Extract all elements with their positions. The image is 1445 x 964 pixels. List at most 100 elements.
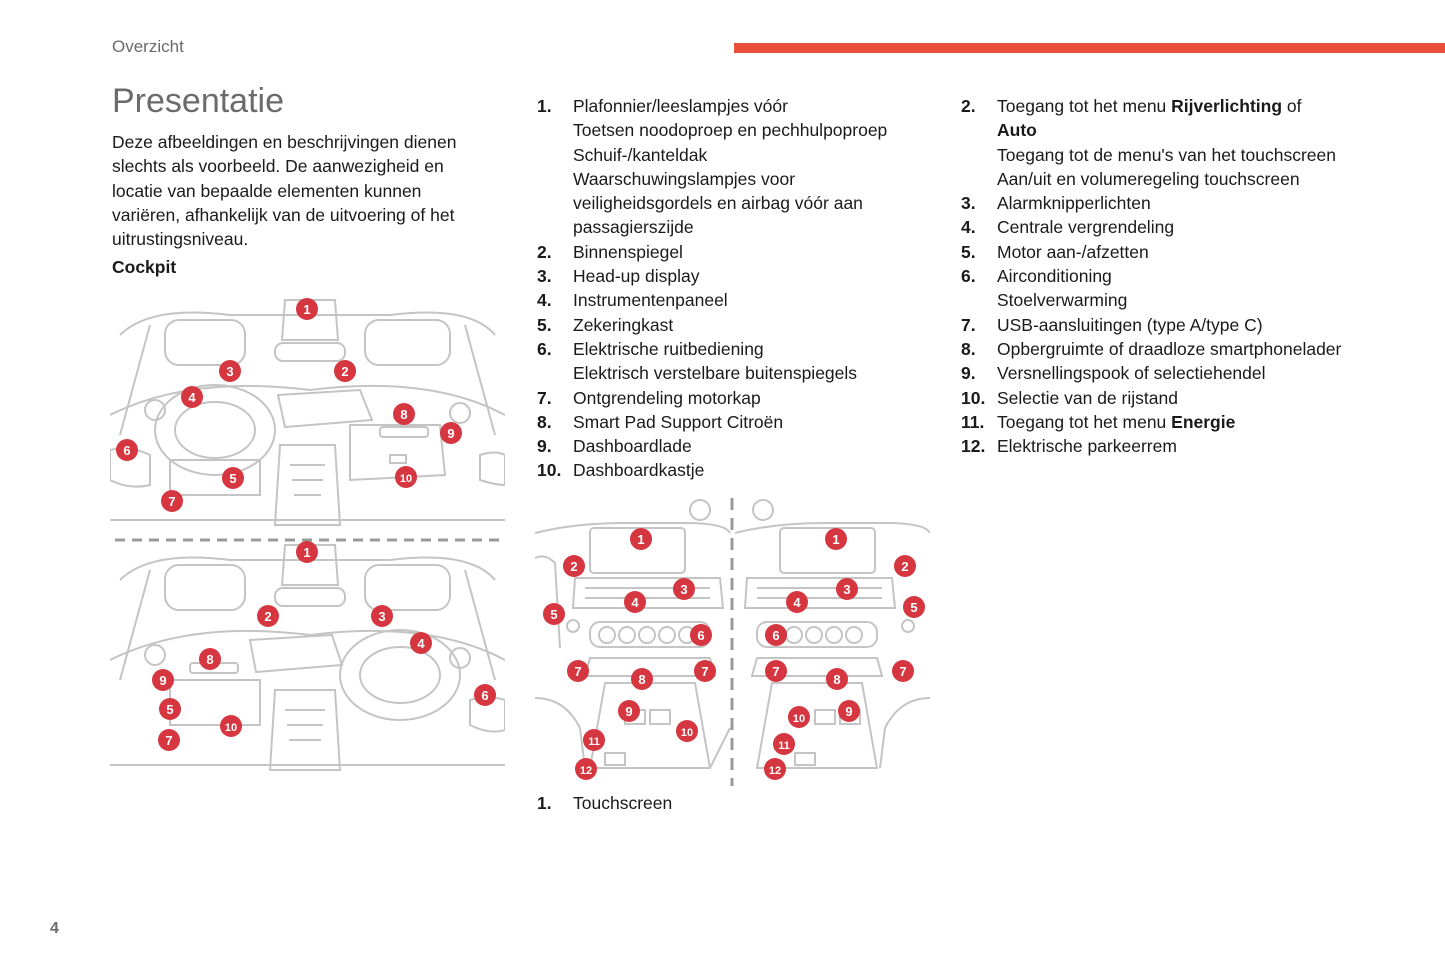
console-marker-label: 11 (778, 740, 790, 752)
console-marker (836, 578, 858, 600)
list-item: 5. Motor aan-/afzetten (961, 240, 1381, 264)
list-item: 4. Instrumentenpaneel (537, 288, 917, 312)
cockpit-marker (181, 386, 203, 408)
console-marker (903, 596, 925, 618)
item-text: Toegang tot het menu (997, 96, 1172, 116)
item-text-bold: Energie (1171, 411, 1236, 432)
console-marker (567, 660, 589, 682)
item-number: 5. (537, 314, 552, 335)
console-marker-label: 1 (637, 532, 644, 547)
list-item: 5. Zekeringkast (537, 313, 917, 337)
item-number: 9. (961, 363, 976, 384)
cockpit-marker (152, 669, 174, 691)
item-text: Toetsen noodoproep en pechhulpoproep (573, 120, 888, 141)
cockpit-marker-label: 4 (188, 390, 196, 405)
item-number: 4. (537, 290, 552, 311)
cockpit-marker-label: 5 (166, 702, 173, 717)
cockpit-marker-label: 1 (303, 545, 310, 560)
page-number: 4 (50, 920, 59, 937)
cockpit-marker (161, 490, 183, 512)
cockpit-marker-label: 10 (400, 473, 412, 485)
cockpit-marker (395, 466, 417, 488)
console-marker-label: 6 (697, 628, 704, 643)
item-text: Instrumentenpaneel (573, 290, 728, 311)
item-text: of (1282, 96, 1302, 116)
console-marker-label: 6 (772, 628, 779, 643)
list-item: 8. Opbergruimte of draadloze smartphonela… (961, 337, 1381, 361)
list-item: 2.Binnenspiegel (537, 240, 917, 264)
cockpit-marker (334, 360, 356, 382)
list-item: 11.Toegang tot het menu Energie (961, 410, 1381, 434)
console-marker (618, 700, 640, 722)
list-item: Stoelverwarming (961, 288, 1381, 312)
console-marker-label: 3 (843, 582, 850, 597)
cockpit-marker-label: 8 (206, 652, 213, 667)
cockpit-marker-label: 9 (159, 673, 166, 688)
item-number: 8. (961, 338, 976, 359)
item-text: Toegang tot het menu (997, 411, 1172, 432)
item-text: Alarmknipperlichten (997, 193, 1151, 214)
item-text-bold: Rijverlichting (1171, 96, 1283, 116)
console-marker-label: 1 (832, 532, 839, 547)
item-text: Touchscreen (573, 793, 673, 813)
console-marker-label: 10 (793, 713, 805, 725)
item-text: Centrale vergrendeling (997, 217, 1175, 238)
item-text: Ontgrendeling motorkap (573, 387, 761, 408)
item-text: Head-up display (573, 266, 700, 287)
item-text: Selectie van de rijstand (997, 387, 1178, 408)
header-accent-bar (734, 43, 1445, 53)
item-text: Elektrische ruitbediening (573, 338, 764, 359)
console-marker (892, 660, 914, 682)
item-number: 8. (537, 411, 552, 432)
item-text: Opbergruimte of draadloze smartphonelade… (997, 338, 1342, 359)
item-text: USB-aansluitingen (type A/type C) (997, 314, 1263, 335)
console-marker-label: 7 (899, 664, 906, 679)
cockpit-marker (393, 403, 415, 425)
console-marker-label: 5 (550, 607, 557, 622)
item-text: Elektrisch verstelbare buitenspiegels (573, 363, 858, 384)
console-marker (563, 555, 585, 577)
console-marker-label: 9 (625, 704, 632, 719)
console-marker-label: 7 (574, 664, 581, 679)
item-number: 6. (961, 266, 976, 287)
list-item: 1.Touchscreen (537, 791, 917, 815)
console-marker (673, 578, 695, 600)
console-marker (764, 758, 786, 780)
console-marker-label: 2 (570, 559, 577, 574)
list-item: 2.Toegang tot het menu Rijverlichting of… (961, 94, 1381, 143)
console-marker (894, 555, 916, 577)
item-text: Motor aan-/afzetten (997, 241, 1149, 262)
page-title: Presentatie (112, 82, 284, 120)
cockpit-marker (158, 729, 180, 751)
console-marker-label: 7 (772, 664, 779, 679)
item-number: 3. (537, 266, 552, 287)
console-marker-label: 9 (845, 704, 852, 719)
item-text: Aan/uit en volumeregeling touchscreen (997, 168, 1300, 189)
console-marker (765, 624, 787, 646)
intro-paragraph: Deze afbeeldingen en beschrijvingen dien… (112, 132, 457, 250)
item-number: 7. (961, 314, 976, 335)
item-number: 6. (537, 338, 552, 359)
item-text: Smart Pad Support Citroën (573, 411, 784, 432)
cockpit-marker-label: 3 (378, 609, 385, 624)
item-text: Elektrische parkeerrem (997, 436, 1177, 457)
cockpit-diagram: 1 2 3 4 5 6 7 8 9 10 1 2 3 4 5 6 7 8 9 1… (110, 298, 505, 771)
list-item: 10.Dashboardkastje (537, 458, 917, 482)
item-number: 5. (961, 241, 976, 262)
cockpit-marker (257, 605, 279, 627)
cockpit-marker (116, 439, 138, 461)
console-marker-label: 5 (910, 600, 917, 615)
item-text: Plafonnier/leeslampjes vóór (573, 96, 788, 116)
list-item: 3. Head-up display (537, 264, 917, 288)
cockpit-marker (159, 698, 181, 720)
item-text: Dashboardkastje (573, 460, 705, 481)
console-illustration-lines (535, 498, 930, 786)
item-number: 3. (961, 193, 976, 214)
item-text: Zekeringkast (573, 314, 674, 335)
console-marker (543, 603, 565, 625)
item-number: 12. (961, 436, 986, 457)
cockpit-marker-label: 3 (226, 364, 233, 379)
console-marker-label: 2 (901, 559, 908, 574)
console-marker (765, 660, 787, 682)
